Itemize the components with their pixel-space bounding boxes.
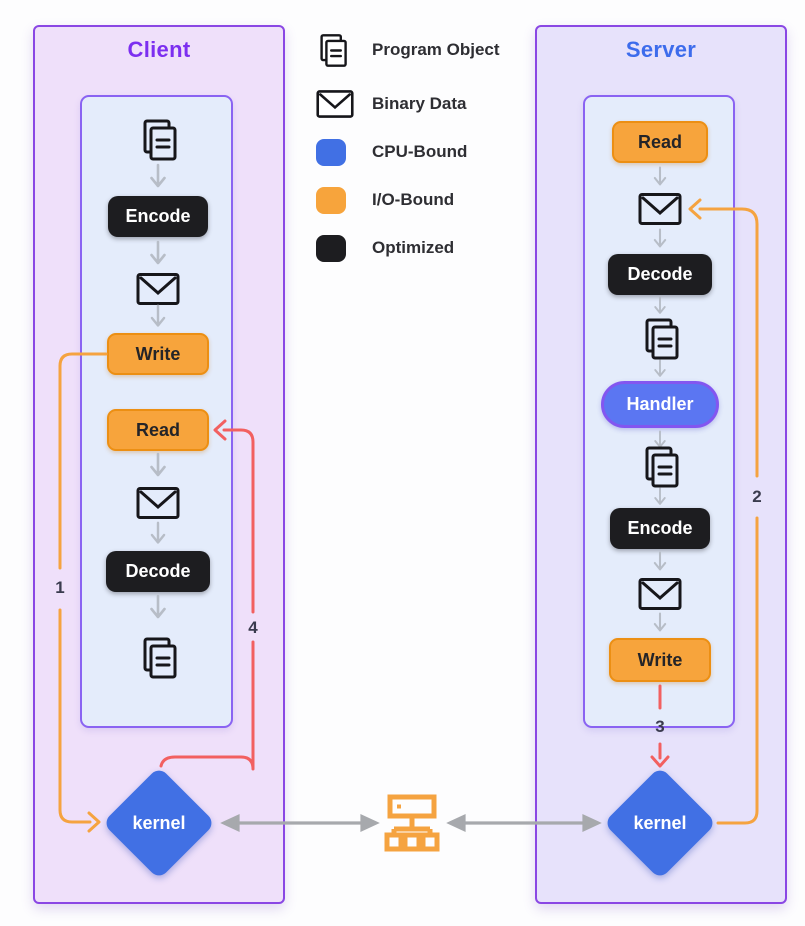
flow-label-1: 1 <box>55 578 65 597</box>
legend-item-cpu-bound: CPU-Bound <box>316 134 467 170</box>
program-object-icon <box>143 119 177 161</box>
arrow-left-head-icon <box>446 813 466 833</box>
arrow-down-icon <box>654 296 666 314</box>
program-object-icon <box>645 446 679 488</box>
client-encode-box: Encode <box>108 196 208 237</box>
client-kernel-diamond: kernel <box>102 766 216 880</box>
binary-data-icon <box>638 578 682 610</box>
program-object-icon <box>645 318 679 360</box>
binary-data-icon <box>136 273 180 305</box>
legend-label: I/O-Bound <box>372 190 455 209</box>
arrow-down-icon <box>150 594 166 619</box>
network-icon <box>384 794 440 852</box>
arrow-down-icon <box>150 240 166 265</box>
arrow-right-head-icon <box>360 813 380 833</box>
server-kernel-label: kernel <box>633 812 687 833</box>
program-object-icon <box>143 637 177 679</box>
legend-label: CPU-Bound <box>372 142 468 161</box>
legend-item-optimized: Optimized <box>316 230 454 266</box>
binary-data-icon <box>638 193 682 225</box>
server-kernel-diamond: kernel <box>603 766 717 880</box>
client-kernel-label: kernel <box>132 812 186 833</box>
legend-item-binary-data: Binary Data <box>316 86 466 122</box>
cpu-bound-swatch <box>316 138 346 166</box>
arrow-down-icon <box>653 228 667 248</box>
arrow-down-icon <box>654 487 666 505</box>
legend-item-program-object: Program Object <box>316 32 500 68</box>
client-write-box: Write <box>107 333 209 375</box>
arrow-down-icon <box>653 551 667 571</box>
server-write-box: Write <box>609 638 711 682</box>
arrow-down-icon <box>654 359 666 377</box>
flow-label-4: 4 <box>248 618 258 637</box>
arrow-down-icon <box>150 163 166 188</box>
arrow-down-icon <box>653 612 667 632</box>
binary-data-icon <box>136 487 180 519</box>
flow-label-2: 2 <box>752 487 762 506</box>
server-encode-box: Encode <box>610 508 710 549</box>
server-read-box: Read <box>612 121 708 163</box>
legend-label: Program Object <box>372 40 500 59</box>
arrow-down-icon <box>150 521 166 544</box>
program-object-icon <box>320 33 347 67</box>
legend-label: Binary Data <box>372 94 467 113</box>
server-title: Server <box>625 37 697 62</box>
io-bound-swatch <box>316 186 346 214</box>
binary-data-icon <box>316 90 354 118</box>
legend-label: Optimized <box>372 238 455 257</box>
flow-label-3: 3 <box>655 717 665 736</box>
server-decode-box: Decode <box>608 254 712 295</box>
arrow-down-icon <box>150 452 166 477</box>
optimized-swatch <box>316 234 346 262</box>
client-title: Client <box>127 37 191 62</box>
client-decode-box: Decode <box>106 551 210 592</box>
arrow-down-icon <box>653 166 667 186</box>
client-read-box: Read <box>107 409 209 451</box>
arrow-down-icon <box>150 304 166 327</box>
server-handler-pill: Handler <box>601 381 719 428</box>
legend-item-io-bound: I/O-Bound <box>316 182 454 218</box>
